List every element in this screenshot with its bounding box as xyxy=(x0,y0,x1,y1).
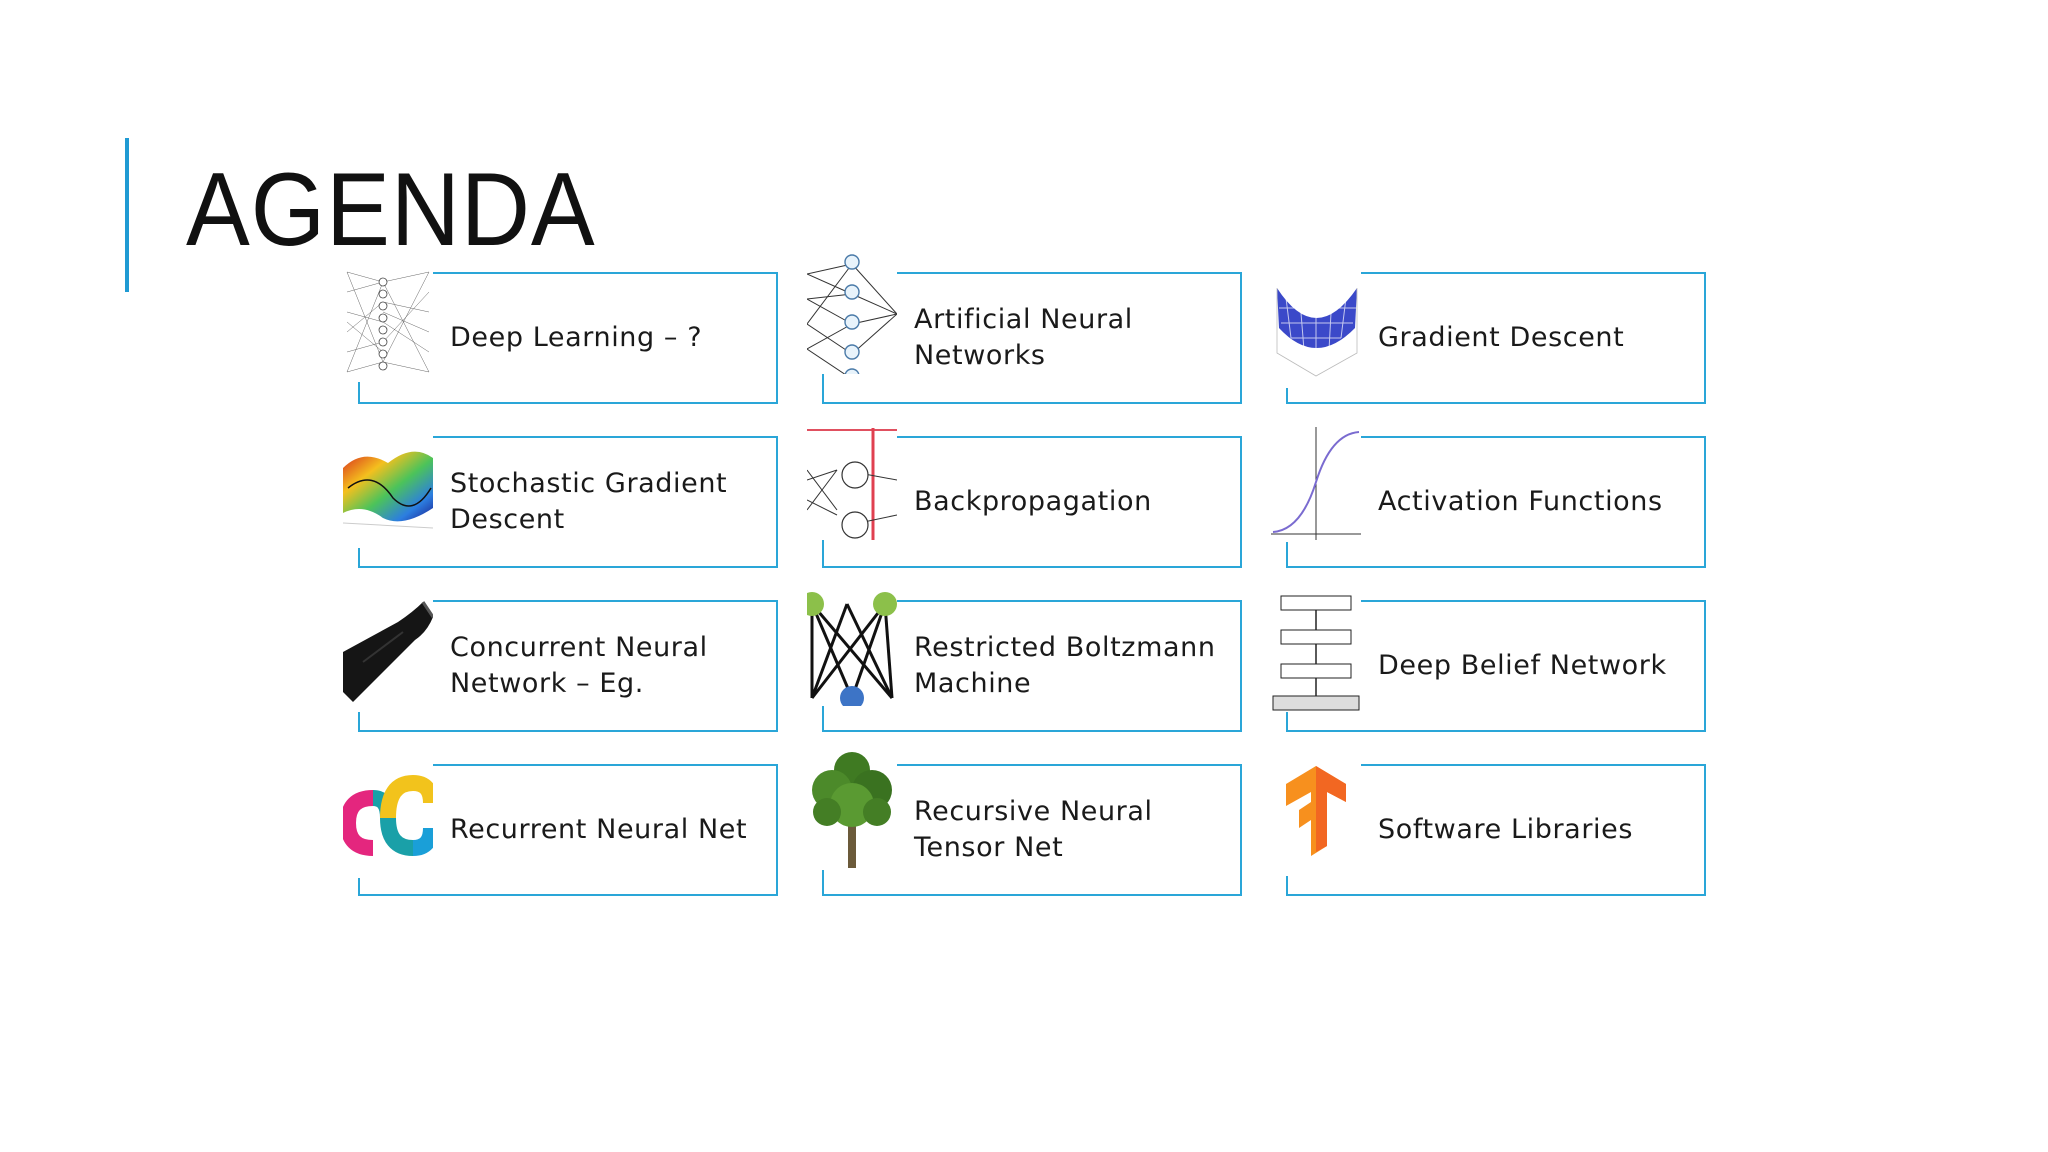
tensorflow-logo-icon xyxy=(1271,756,1361,876)
loop-logo-icon xyxy=(343,758,433,878)
card-label: Software Libraries xyxy=(1378,814,1634,845)
card-label: Recurrent Neural Net xyxy=(450,814,748,845)
card-label: Gradient Descent xyxy=(1378,322,1625,353)
card-label: Recursive Neural Tensor Net xyxy=(914,796,1153,863)
title-accent-bar xyxy=(125,138,129,292)
colored-loss-surface-icon xyxy=(343,428,433,548)
sigmoid-curve-icon xyxy=(1271,422,1361,542)
3d-surface-plot-icon xyxy=(1271,268,1361,388)
slide-title: AGENDA xyxy=(186,152,596,268)
card-label: Concurrent Neural Network – Eg. xyxy=(450,632,708,699)
card-label: Deep Learning – ? xyxy=(450,322,703,353)
card-label: Activation Functions xyxy=(1378,486,1663,517)
tree-icon xyxy=(807,750,897,870)
deep-network-diagram-icon xyxy=(343,262,433,382)
card-label: Restricted Boltzmann Machine xyxy=(914,632,1216,699)
bipartite-graph-icon xyxy=(807,586,897,706)
flashlight-icon xyxy=(343,592,433,712)
card-label: Deep Belief Network xyxy=(1378,650,1667,681)
card-label: Backpropagation xyxy=(914,486,1152,517)
neural-network-nodes-icon xyxy=(807,254,897,374)
stacked-layers-icon xyxy=(1271,592,1361,712)
hidden-layer-neurons-icon xyxy=(807,420,897,540)
card-label: Stochastic Gradient Descent xyxy=(450,468,728,535)
card-label: Artificial Neural Networks xyxy=(914,304,1133,371)
